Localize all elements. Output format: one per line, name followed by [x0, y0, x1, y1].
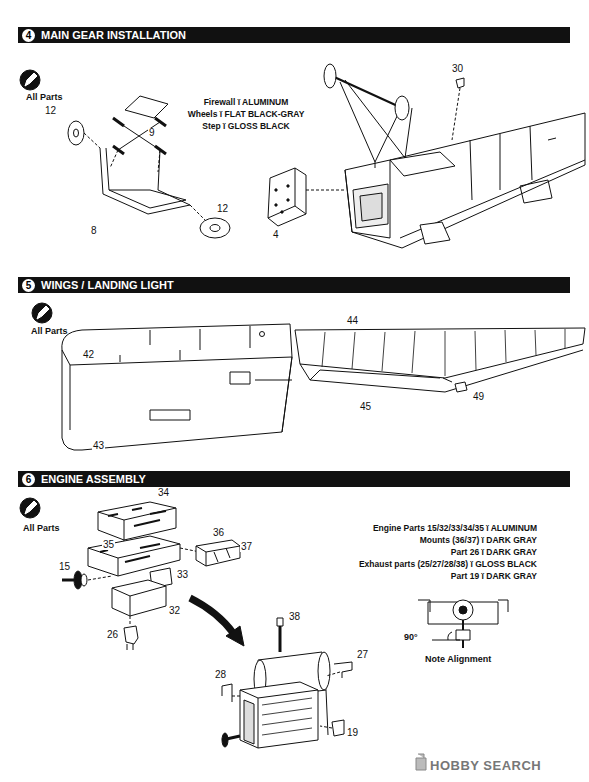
callout-number: 49 — [472, 392, 485, 402]
callout-number: 26 — [106, 630, 119, 640]
callout-number: 38 — [288, 612, 301, 622]
section-title: MAIN GEAR INSTALLATION — [41, 29, 186, 41]
fuselage — [268, 64, 585, 248]
paint-note: Mounts (36/37) ï DARK GRAY — [420, 536, 537, 545]
callout-number: 27 — [356, 650, 369, 660]
section-header-bar: 4 MAIN GEAR INSTALLATION — [18, 27, 570, 43]
step-number: 6 — [22, 473, 35, 486]
note-text: Note Alignment — [425, 655, 491, 664]
paint-note: Firewall ï ALUMINUM — [204, 98, 289, 107]
section-title: WINGS / LANDING LIGHT — [41, 279, 174, 291]
callout-number: 19 — [346, 728, 359, 738]
callout-number: 37 — [240, 542, 253, 552]
note-text: 90° — [404, 633, 418, 642]
engine-parts — [62, 502, 244, 650]
paint-note: Exhaust parts (25/27/28/38) ï GLOSS BLAC… — [359, 560, 537, 569]
callout-number: 15 — [58, 562, 71, 572]
callout-number: 28 — [214, 670, 227, 680]
callout-number: 32 — [168, 606, 181, 616]
watermark-icon — [416, 754, 426, 770]
paint-note: Engine Parts 15/32/33/34/35 ï ALUMINUM — [373, 524, 537, 533]
alignment-view — [418, 600, 508, 648]
callout-number: 43 — [92, 441, 105, 451]
engine-assembly — [222, 618, 352, 748]
callout-number: 45 — [359, 402, 372, 412]
callout-number: 34 — [157, 488, 170, 498]
paint-note: Part 19 ï DARK GRAY — [451, 572, 537, 581]
paint-note: Wheels ï FLAT BLACK-GRAY — [188, 110, 305, 119]
callout-number: 9 — [148, 128, 156, 138]
section-header-bar: 6 ENGINE ASSEMBLY — [18, 471, 570, 487]
callout-number: 35 — [102, 540, 115, 550]
note-text: All Parts — [23, 524, 60, 533]
callout-number: 12 — [44, 106, 57, 116]
section-header-bar: 5 WINGS / LANDING LIGHT — [18, 277, 570, 293]
step-number: 4 — [22, 29, 35, 42]
callout-number: 33 — [176, 570, 189, 580]
paint-icon — [20, 70, 52, 518]
note-text: All Parts — [26, 93, 63, 102]
step-number: 5 — [22, 279, 35, 292]
callout-number: 44 — [346, 316, 359, 326]
callout-number: 42 — [82, 350, 95, 360]
paint-note: Part 26 ï DARK GRAY — [451, 548, 537, 557]
wing-parts — [62, 324, 585, 450]
callout-number: 30 — [451, 64, 464, 74]
section-title: ENGINE ASSEMBLY — [41, 473, 146, 485]
callout-number: 12 — [216, 204, 229, 214]
callout-number: 4 — [272, 230, 280, 240]
callout-number: 36 — [212, 528, 225, 538]
note-text: All Parts — [31, 327, 68, 336]
watermark: HOBBY SEARCH — [430, 759, 541, 772]
paint-note: Step ï GLOSS BLACK — [202, 122, 289, 131]
callout-number: 8 — [90, 226, 98, 236]
